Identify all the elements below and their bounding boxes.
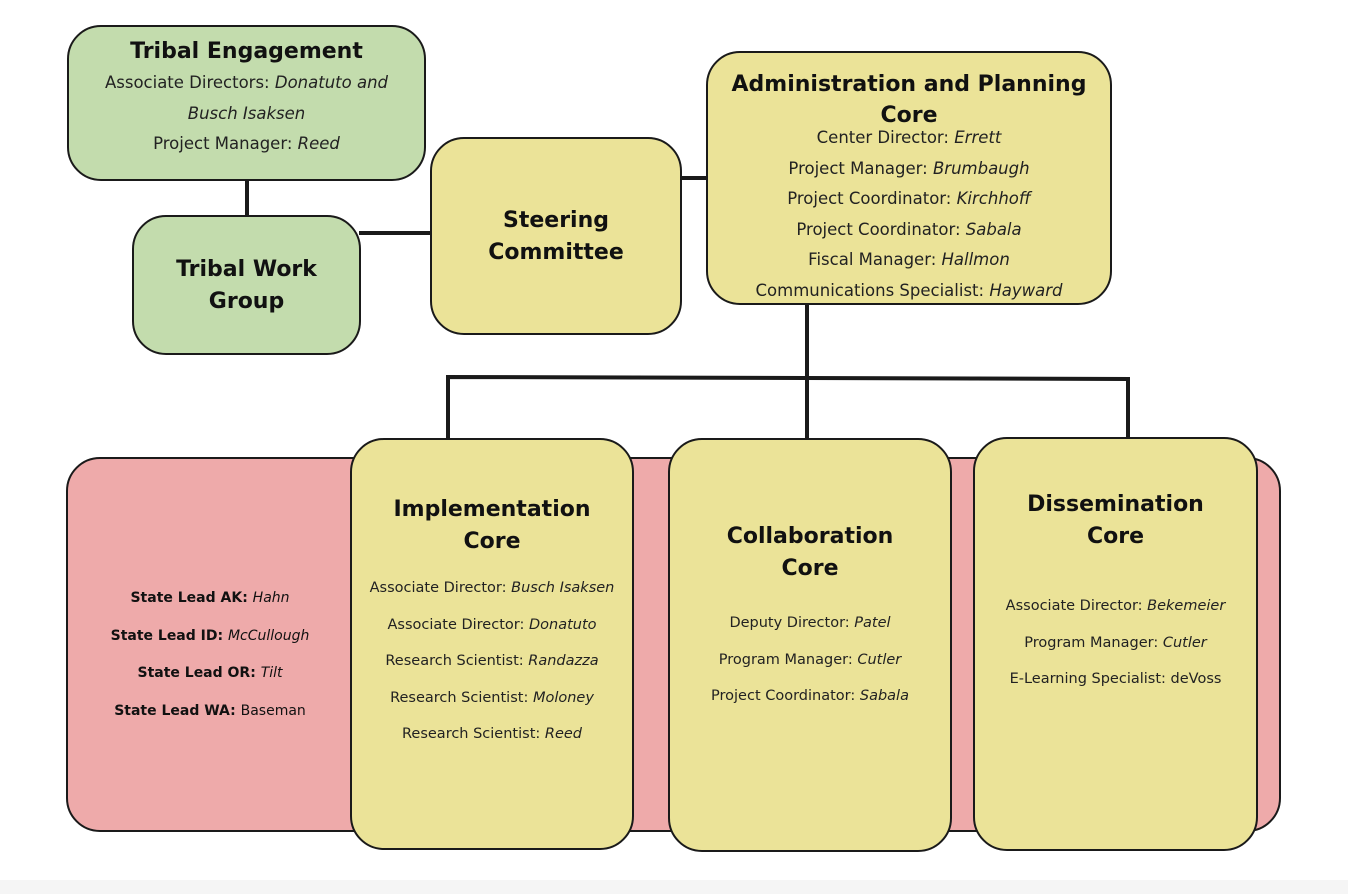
tribal-work-group-title: Group [208, 289, 285, 314]
admin-core-member: Communications Specialist: Hayward [755, 280, 1063, 300]
implementation-core-title: Core [463, 529, 521, 554]
steering-committee-title: Committee [488, 240, 624, 265]
tribal-engagement-line: Busch Isaksen [187, 103, 306, 123]
footer-strip [0, 880, 1348, 894]
tribal-engagement-title: Tribal Engagement [130, 39, 363, 64]
tribal-engagement-box: Tribal Engagement Associate Directors: D… [67, 25, 426, 181]
state-leads-list: State Lead AK: Hahn State Lead ID: McCul… [90, 580, 330, 730]
connector-core-bus [446, 374, 1130, 440]
collaboration-core-member: Program Manager: Cutler [718, 651, 902, 668]
collaboration-core-member: Project Coordinator: Sabala [711, 688, 909, 704]
admin-core-title: Core [880, 103, 938, 128]
dissemination-core-member: E-Learning Specialist: deVoss [1009, 671, 1222, 687]
admin-planning-core-box: Administration and Planning Core Center … [706, 51, 1112, 305]
tribal-work-group-box: Tribal Work Group [132, 215, 361, 355]
state-lead-wa: State Lead WA: Baseman [114, 702, 306, 719]
admin-core-member: Project Coordinator: Sabala [796, 219, 1022, 239]
dissemination-core-title: Dissemination [1027, 492, 1204, 517]
state-lead-ak: State Lead AK: Hahn [130, 590, 290, 606]
collaboration-core-box: Collaboration Core Deputy Director: Pate… [668, 438, 952, 852]
tribal-engagement-line: Project Manager: Reed [153, 134, 340, 154]
admin-core-title: Administration and Planning [731, 72, 1087, 97]
implementation-core-member: Research Scientist: Randazza [385, 653, 599, 669]
implementation-core-member: Associate Director: Busch Isaksen [369, 580, 615, 596]
implementation-core-member: Research Scientist: Moloney [390, 689, 594, 706]
admin-core-member: Project Manager: Brumbaugh [788, 158, 1030, 178]
state-lead-or: State Lead OR: Tilt [137, 665, 283, 681]
steering-committee-title: Steering [502, 208, 609, 233]
dissemination-core-member: Associate Director: Bekemeier [1005, 598, 1226, 614]
dissemination-core-title: Core [1086, 524, 1145, 549]
implementation-core-member: Associate Director: Donatuto [387, 616, 597, 633]
dissemination-core-member: Program Manager: Cutler [1024, 634, 1207, 651]
collaboration-core-title: Collaboration [726, 524, 894, 549]
implementation-core-title: Implementation [393, 497, 591, 522]
collaboration-core-title: Core [781, 556, 839, 581]
implementation-core-box: Implementation Core Associate Director: … [350, 438, 634, 850]
collaboration-core-member: Deputy Director: Patel [729, 615, 891, 631]
state-lead-id: State Lead ID: McCullough [110, 627, 310, 644]
admin-core-member: Fiscal Manager: Hallmon [808, 250, 1010, 270]
steering-committee-box: Steering Committee [430, 137, 682, 335]
admin-core-member: Project Coordinator: Kirchhoff [787, 189, 1031, 209]
tribal-work-group-title: Tribal Work [176, 257, 317, 282]
tribal-engagement-line: Associate Directors: Donatuto and [104, 73, 389, 92]
admin-core-member: Center Director: Errett [816, 128, 1002, 147]
dissemination-core-box: Dissemination Core Associate Director: B… [973, 437, 1258, 851]
implementation-core-member: Research Scientist: Reed [401, 726, 582, 742]
